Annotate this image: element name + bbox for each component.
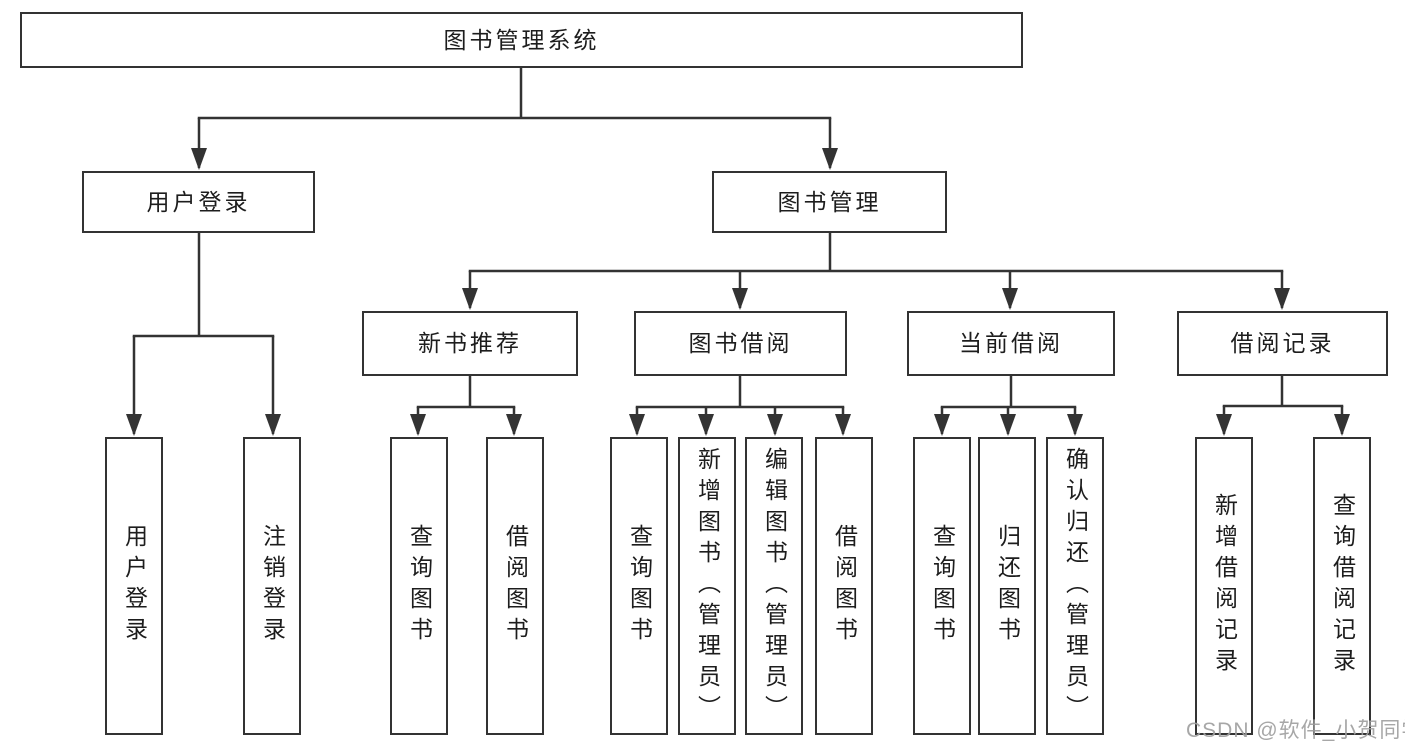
leaf-recommend-borrow-books: 借阅图书: [486, 437, 544, 735]
leaf-borrow-query-books: 查询图书: [610, 437, 668, 735]
node-label: 借阅记录: [1230, 330, 1335, 356]
node-user-login: 用户登录: [82, 171, 315, 233]
leaf-label: 归还图书: [994, 524, 1021, 648]
csdn-watermark: CSDN @软件_小贺同学: [1186, 719, 1405, 742]
leaf-borrow-edit-books-admin: 编辑图书（管理员）: [745, 437, 803, 735]
leaf-current-confirm-return-admin: 确认归还（管理员）: [1046, 437, 1104, 735]
node-new-book-recommend: 新书推荐: [362, 311, 578, 376]
node-label: 图书管理: [777, 188, 882, 215]
leaf-label: 查询图书: [929, 524, 956, 648]
leaf-label: 借阅图书: [831, 524, 858, 648]
leaf-current-return-books: 归还图书: [978, 437, 1036, 735]
node-borrow-records: 借阅记录: [1177, 311, 1388, 376]
leaf-label: 借阅图书: [502, 524, 529, 648]
leaf-borrow-add-books-admin: 新增图书（管理员）: [678, 437, 736, 735]
leaf-label: 查询图书: [626, 524, 653, 648]
leaf-label: 编辑图书（管理员）: [761, 446, 788, 726]
leaf-records-add-borrow-record: 新增借阅记录: [1195, 437, 1253, 735]
node-label: 图书管理系统: [443, 26, 600, 53]
leaf-label: 注销登录: [259, 524, 286, 648]
node-book-borrow: 图书借阅: [634, 311, 847, 376]
leaf-label: 新增图书（管理员）: [694, 446, 721, 726]
node-label: 用户登录: [146, 188, 251, 215]
leaf-borrow-borrow-books: 借阅图书: [815, 437, 873, 735]
leaf-label: 用户登录: [121, 524, 148, 648]
node-label: 图书借阅: [688, 330, 793, 356]
leaf-label: 确认归还（管理员）: [1062, 446, 1089, 726]
node-label: 当前借阅: [959, 330, 1063, 356]
node-current-borrow: 当前借阅: [907, 311, 1115, 376]
leaf-recommend-query-books: 查询图书: [390, 437, 448, 735]
leaf-label: 新增借阅记录: [1211, 493, 1238, 679]
tree-edges: [132, 68, 1344, 434]
node-root-library-management-system: 图书管理系统: [20, 12, 1023, 68]
leaf-label: 查询借阅记录: [1329, 493, 1356, 679]
leaf-label: 查询图书: [406, 524, 433, 648]
arrowheads: [126, 148, 1350, 436]
leaf-user-login: 用户登录: [105, 437, 163, 735]
leaf-logout: 注销登录: [243, 437, 301, 735]
leaf-current-query-books: 查询图书: [913, 437, 971, 735]
leaf-records-query-borrow-record: 查询借阅记录: [1313, 437, 1371, 735]
node-book-management: 图书管理: [712, 171, 947, 233]
node-label: 新书推荐: [418, 330, 522, 356]
